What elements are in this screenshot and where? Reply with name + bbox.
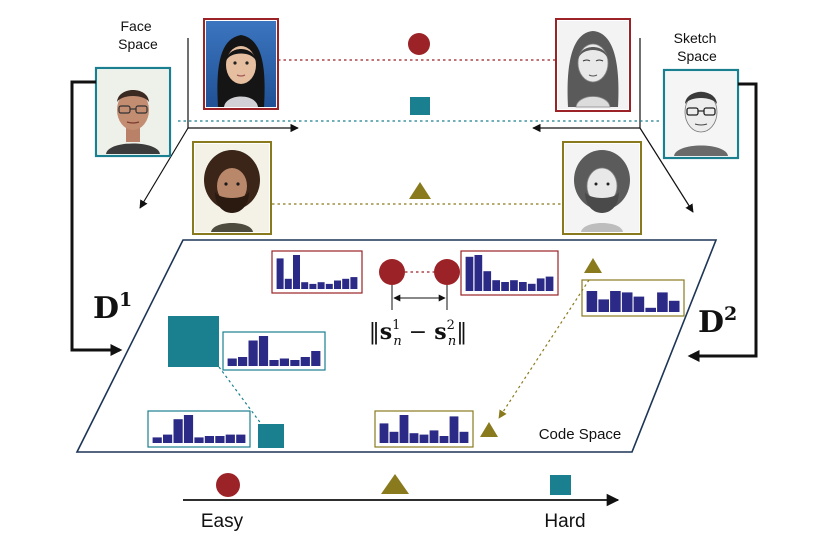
- histogram-bar: [545, 276, 554, 291]
- histogram-bar: [399, 415, 409, 443]
- circle-code-marker-icon: [434, 259, 460, 285]
- histogram-bar: [317, 282, 325, 289]
- d2-label: D2: [698, 303, 737, 340]
- sketch-bearded: [562, 141, 642, 235]
- hard-square-marker-icon: [550, 475, 571, 495]
- histogram-bar: [459, 431, 469, 443]
- distance-bracket: [391, 285, 448, 310]
- histogram-bar: [194, 437, 204, 443]
- face-photo-asian: [203, 18, 279, 110]
- histogram-bar: [519, 282, 527, 291]
- triangle-code-marker-icon: [584, 258, 602, 273]
- histogram-bar: [293, 255, 300, 289]
- histogram-bar: [645, 307, 656, 312]
- histogram-bar: [429, 430, 439, 443]
- triangle-code-marker-icon: [480, 422, 498, 437]
- histogram-bar: [657, 292, 668, 312]
- histogram-bar: [668, 300, 680, 312]
- histogram-bar: [300, 357, 310, 366]
- d2-mapping-arrow: [687, 82, 758, 362]
- histogram-bar: [379, 423, 389, 443]
- histogram-bar: [439, 436, 449, 443]
- mid-triangle-marker-icon: [381, 474, 409, 494]
- histogram-bar: [215, 436, 225, 443]
- histogram-square-small: [147, 410, 251, 448]
- histogram-bar: [409, 433, 419, 443]
- histogram-bar: [225, 434, 235, 443]
- histogram-bar: [621, 292, 633, 312]
- code-space-label: Code Space: [539, 426, 622, 443]
- histogram-bar: [284, 278, 292, 289]
- histogram-square-large: [222, 331, 326, 371]
- histogram-bar: [227, 358, 237, 366]
- histogram-bar: [279, 358, 289, 366]
- square-small-code-marker-icon: [258, 424, 284, 448]
- face-space-axes: [139, 38, 299, 209]
- histogram-bar: [248, 340, 258, 366]
- histogram-bar: [183, 415, 194, 443]
- histogram-bar: [342, 278, 350, 289]
- histogram-triangle-bottom: [374, 410, 474, 448]
- circle-marker-icon: [408, 33, 430, 55]
- histogram-bar: [474, 255, 483, 291]
- easy-label: Easy: [201, 511, 244, 532]
- histogram-bar: [173, 419, 183, 443]
- histogram-bar: [483, 271, 492, 291]
- histogram-circle-face: [271, 250, 363, 294]
- histogram-bar: [586, 291, 598, 312]
- histogram-bar: [325, 283, 333, 289]
- histogram-bar: [633, 296, 645, 312]
- hard-label: Hard: [544, 511, 585, 532]
- histogram-circle-sketch: [460, 250, 559, 296]
- square-code-link: [218, 366, 263, 426]
- histogram-bar: [501, 282, 509, 291]
- histogram-bar: [236, 434, 246, 443]
- histogram-bar: [419, 434, 429, 443]
- histogram-bar: [204, 436, 214, 443]
- triangle-marker-icon: [409, 182, 431, 199]
- square-large-code-marker-icon: [168, 316, 219, 367]
- face-photo-glasses: [94, 66, 172, 158]
- histogram-bar: [598, 299, 609, 312]
- face-photo-bearded: [192, 141, 272, 235]
- histogram-bar: [350, 277, 358, 289]
- histogram-bar: [334, 280, 341, 289]
- d1-mapping-arrow: [70, 80, 123, 356]
- sketch-asian: [555, 18, 631, 112]
- histogram-bar: [269, 360, 279, 366]
- histogram-bar: [290, 360, 300, 366]
- square-marker-icon: [410, 97, 430, 115]
- easy-circle-marker-icon: [216, 473, 240, 497]
- histogram-bar: [510, 280, 518, 291]
- histogram-bar: [449, 416, 459, 443]
- circle-code-marker-icon: [379, 259, 405, 285]
- histogram-bar: [527, 283, 536, 291]
- d1-label: D1: [93, 289, 132, 326]
- histogram-bar: [163, 434, 173, 443]
- sketch-space-label: Sketch Space: [674, 30, 721, 64]
- histogram-bar: [276, 258, 284, 289]
- histogram-bar: [536, 278, 545, 291]
- face-space-label: Face Space: [118, 18, 158, 52]
- histogram-bar: [258, 336, 269, 366]
- sketch-space-axes: [532, 38, 694, 213]
- histogram-bar: [152, 437, 162, 443]
- histogram-bar: [309, 283, 317, 289]
- histogram-bar: [301, 282, 309, 289]
- histogram-triangle-right: [581, 279, 685, 317]
- histogram-bar: [465, 256, 474, 291]
- histogram-bar: [492, 280, 500, 291]
- sketch-glasses: [662, 68, 740, 160]
- histogram-bar: [311, 351, 321, 366]
- histogram-bar: [389, 431, 399, 443]
- histogram-frame: [581, 279, 685, 317]
- histogram-bar: [238, 357, 248, 366]
- histogram-bar: [610, 291, 621, 312]
